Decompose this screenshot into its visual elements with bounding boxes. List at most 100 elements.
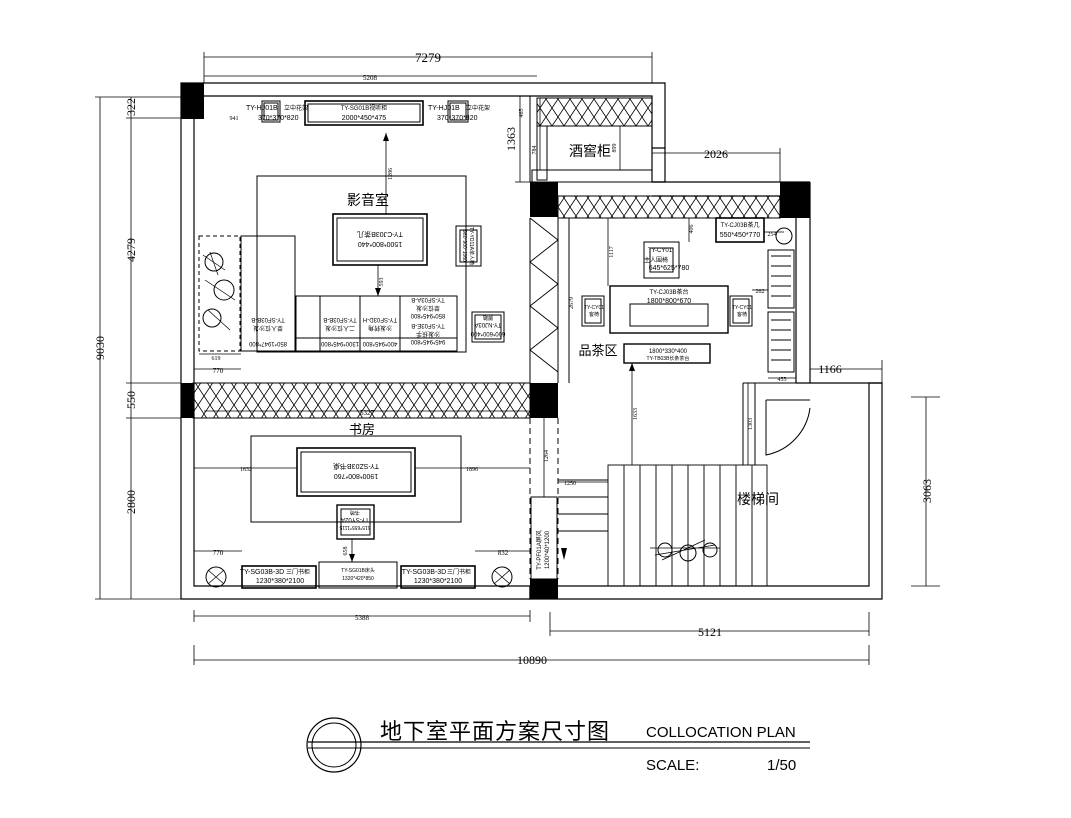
study-furniture bbox=[205, 435, 720, 589]
dim-619: 619 bbox=[212, 356, 221, 362]
dim-left-550: 550 bbox=[124, 391, 138, 409]
sofa-arm-code: TY-SF03E-B bbox=[411, 322, 444, 328]
screen-size: 1200*40*1200 bbox=[545, 530, 551, 569]
bookcase-right-name: 三门书柜 bbox=[447, 568, 471, 576]
dim-bottom-10890: 10890 bbox=[517, 653, 547, 667]
dim-1117: 1117 bbox=[609, 246, 615, 258]
flower-left-size: 370*370*820 bbox=[258, 115, 299, 122]
dim-top-total: 7279 bbox=[415, 50, 441, 65]
av-room-furniture bbox=[198, 100, 505, 353]
dim-wall-5327: 5327 bbox=[360, 409, 375, 417]
dim-658: 658 bbox=[343, 547, 349, 556]
sofa-corner-code: TY-SF03D-H bbox=[363, 316, 397, 322]
dim-770-bottom: 770 bbox=[213, 549, 224, 557]
dim-2679: 2679 bbox=[569, 297, 575, 309]
dimension-lines bbox=[95, 52, 940, 665]
dim-832: 832 bbox=[498, 549, 509, 557]
scale-label: SCALE: bbox=[646, 757, 700, 774]
dim-593: 593 bbox=[379, 278, 385, 287]
small-chair-right-code: TY-CY01 bbox=[732, 305, 752, 311]
plan-title-english: COLLOCATION PLAN bbox=[646, 724, 796, 741]
stool-code: TY-NJ03A bbox=[474, 321, 501, 327]
bookcase-left-code: TY-SG03B-3D bbox=[240, 569, 284, 576]
dim-left-total: 9030 bbox=[93, 336, 107, 360]
sofa-two-name: 二人位沙发 bbox=[325, 324, 355, 332]
dim-1264: 1264 bbox=[544, 450, 550, 462]
sofa-unit-name: 单位沙发 bbox=[416, 304, 440, 312]
floor-plan-drawing: 7279 5208 2026 1166 3063 9030 322 4279 5… bbox=[93, 50, 940, 667]
sofa-single-code: TY-SF03B-B bbox=[251, 316, 284, 322]
long-table-code: TY-TB03B长条茶台 bbox=[647, 355, 690, 362]
plan-title-chinese: 地下室平面方案尺寸图 bbox=[380, 720, 611, 745]
tv-cabinet-code: TY-SG01B视听柜 bbox=[341, 104, 387, 112]
room-label-stair-area: 楼梯间 bbox=[737, 491, 779, 507]
flower-right-name: 立中花架 bbox=[466, 104, 490, 112]
stool-name: 脚踏 bbox=[483, 314, 493, 321]
side-table-code: TY-CJ03B茶几 bbox=[720, 221, 759, 229]
room-label-wine-cabinet: 酒窖柜 bbox=[569, 143, 611, 159]
dim-wine-1363: 1363 bbox=[504, 127, 518, 151]
desk-chair-name: 书椅 bbox=[350, 509, 360, 516]
room-label-study: 书房 bbox=[349, 422, 375, 437]
scale-value: 1/50 bbox=[767, 757, 797, 774]
dim-bottom-5121: 5121 bbox=[698, 625, 722, 639]
dim-254: 254 bbox=[768, 232, 777, 238]
dim-899: 899 bbox=[612, 144, 618, 153]
sofa-unit-size: 850*945*800 bbox=[410, 312, 445, 318]
furniture-labels: TY-HJ01B 立中花架 370*370*820 TY-SG01B视听柜 20… bbox=[240, 104, 761, 585]
dim-bottom-5388: 5388 bbox=[355, 614, 370, 622]
dim-784: 784 bbox=[532, 146, 538, 155]
coffee-table-size: 1500*800*440 bbox=[358, 240, 402, 247]
dim-1250: 1250 bbox=[564, 481, 576, 487]
stool-size: 600*600*400 bbox=[470, 330, 505, 336]
room-label-tea-area: 品茶区 bbox=[578, 343, 617, 358]
bookcase-mid-size: 1320*420*850 bbox=[342, 576, 374, 582]
dim-left-322: 322 bbox=[124, 98, 138, 116]
flower-right-size: 370*370*820 bbox=[437, 115, 478, 122]
small-chair-left-name: 客椅 bbox=[589, 311, 599, 318]
sofa-single-size: 850*1947*800 bbox=[248, 340, 287, 346]
small-chair-left-code: TY-CY01 bbox=[584, 305, 604, 311]
tea-table-code: TY-CJ03B茶台 bbox=[649, 288, 688, 296]
bookcase-right-size: 1230*380*2100 bbox=[414, 578, 462, 585]
sofa-unit-code: TY-SF03A-B bbox=[411, 296, 444, 302]
sofa-arm-size: 945*945*800 bbox=[410, 338, 445, 344]
desk-chair-size: 615*655*1115 bbox=[339, 524, 370, 530]
sofa-arm-name: 沙发扶手 bbox=[416, 330, 440, 338]
desk-size: 1900*800*760 bbox=[334, 472, 378, 479]
bookcase-mid-code: TY-SG01B床头 bbox=[341, 567, 375, 574]
tea-chair-name: 主人围椅 bbox=[644, 256, 668, 264]
dim-1896: 1896 bbox=[466, 467, 478, 473]
title-inner-circle bbox=[311, 722, 357, 768]
bookcase-left-name: 三门书柜 bbox=[286, 568, 310, 576]
tea-table-size: 1800*800*670 bbox=[647, 298, 691, 305]
chair-size: 980*900*1060 bbox=[461, 230, 467, 262]
flower-left-name: 立中花架 bbox=[284, 104, 308, 112]
dim-1632: 1632 bbox=[240, 467, 252, 473]
chair-code: TY-YD11A单人椅 bbox=[468, 227, 475, 265]
title-block-graphics bbox=[306, 717, 810, 773]
dim-top-inner: 5208 bbox=[363, 74, 378, 82]
structural-columns bbox=[181, 83, 810, 599]
desk-chair-code: TY-SY02A bbox=[341, 516, 369, 522]
title-circle-icon bbox=[306, 717, 362, 773]
side-table-size: 550*450*770 bbox=[720, 232, 761, 239]
dim-1286: 1286 bbox=[388, 168, 394, 180]
dim-right-1166: 1166 bbox=[818, 362, 842, 376]
dim-1633: 1633 bbox=[633, 408, 639, 420]
dimension-arrows bbox=[349, 133, 635, 562]
sofa-corner-name: 沙发转角 bbox=[368, 324, 392, 332]
sofa-corner-size: 400*945*800 bbox=[362, 340, 397, 346]
dim-left-4279: 4279 bbox=[124, 238, 138, 262]
partitions bbox=[192, 95, 811, 579]
bookcase-left-size: 1230*380*2100 bbox=[256, 578, 304, 585]
tea-chair-code: TY-CY01 bbox=[648, 248, 673, 254]
room-label-av-room: 影音室 bbox=[347, 192, 389, 208]
flower-right-code: TY-HJ01B bbox=[428, 105, 460, 112]
dim-left-2800: 2800 bbox=[124, 490, 138, 514]
tea-room-furniture bbox=[581, 217, 795, 373]
dim-right-2026: 2026 bbox=[704, 147, 728, 161]
dim-941: 941 bbox=[230, 116, 239, 122]
tea-chair-size: 645*625*780 bbox=[649, 265, 690, 272]
dim-770-top: 770 bbox=[213, 367, 224, 375]
